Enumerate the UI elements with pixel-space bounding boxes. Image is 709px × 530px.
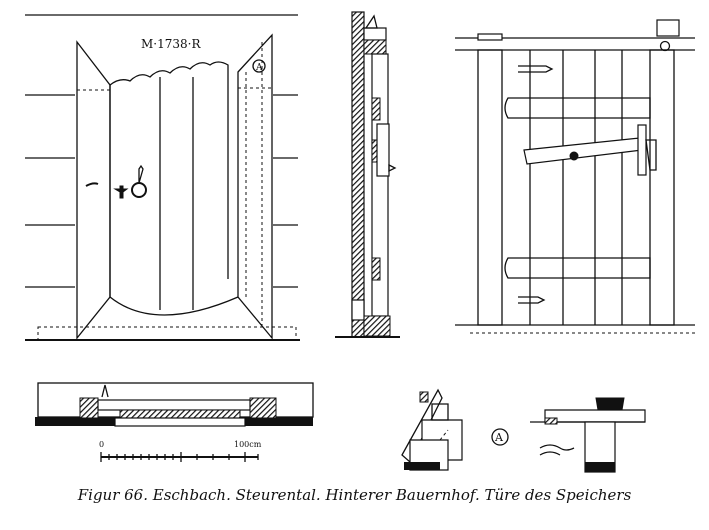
plan-section xyxy=(35,382,314,427)
scale-zero-label: 0 xyxy=(99,440,104,449)
front-elevation: A M·1738·R xyxy=(25,14,300,341)
interior-elevation xyxy=(455,19,695,334)
detail-marker-front: A xyxy=(255,63,263,73)
detail-marker-label: A xyxy=(494,431,504,444)
isometric-detail-right xyxy=(530,397,646,473)
figure-caption: Figur 66. Eschbach. Steurental. Hinterer… xyxy=(77,486,632,504)
vertical-section xyxy=(335,11,400,338)
isometric-detail-left xyxy=(401,388,463,471)
date-inscription: M·1738·R xyxy=(141,37,201,51)
detail-marker-circle: A xyxy=(491,428,509,446)
scale-bar: 0 100cm xyxy=(99,440,262,462)
scale-end-label: 100cm xyxy=(234,440,262,449)
